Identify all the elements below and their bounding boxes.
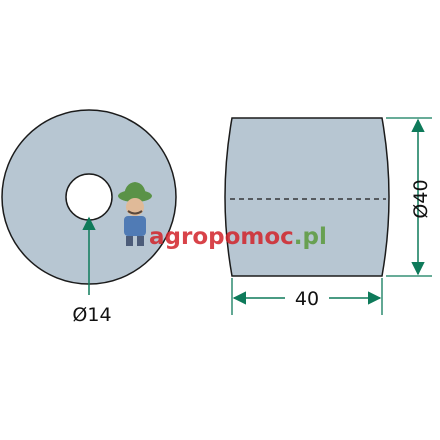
length-label: 40 — [295, 288, 319, 310]
farmer-mascot-icon — [118, 182, 152, 246]
side-view — [224, 117, 390, 277]
watermark-domain: .pl — [294, 224, 327, 250]
bore-diameter-label: Ø14 — [72, 304, 111, 326]
watermark: agropomoc.pl — [118, 182, 327, 250]
outer-diameter-dimension: Ø40 — [386, 117, 432, 277]
cylinder-body — [224, 117, 390, 277]
watermark-brand: agropomoc — [149, 224, 294, 250]
bore-hole — [65, 173, 113, 221]
bore-diameter-dimension: Ø14 — [72, 216, 112, 326]
outer-diameter-label: Ø40 — [410, 179, 432, 218]
watermark-text: agropomoc.pl — [149, 224, 327, 250]
length-dimension: 40 — [231, 278, 383, 315]
